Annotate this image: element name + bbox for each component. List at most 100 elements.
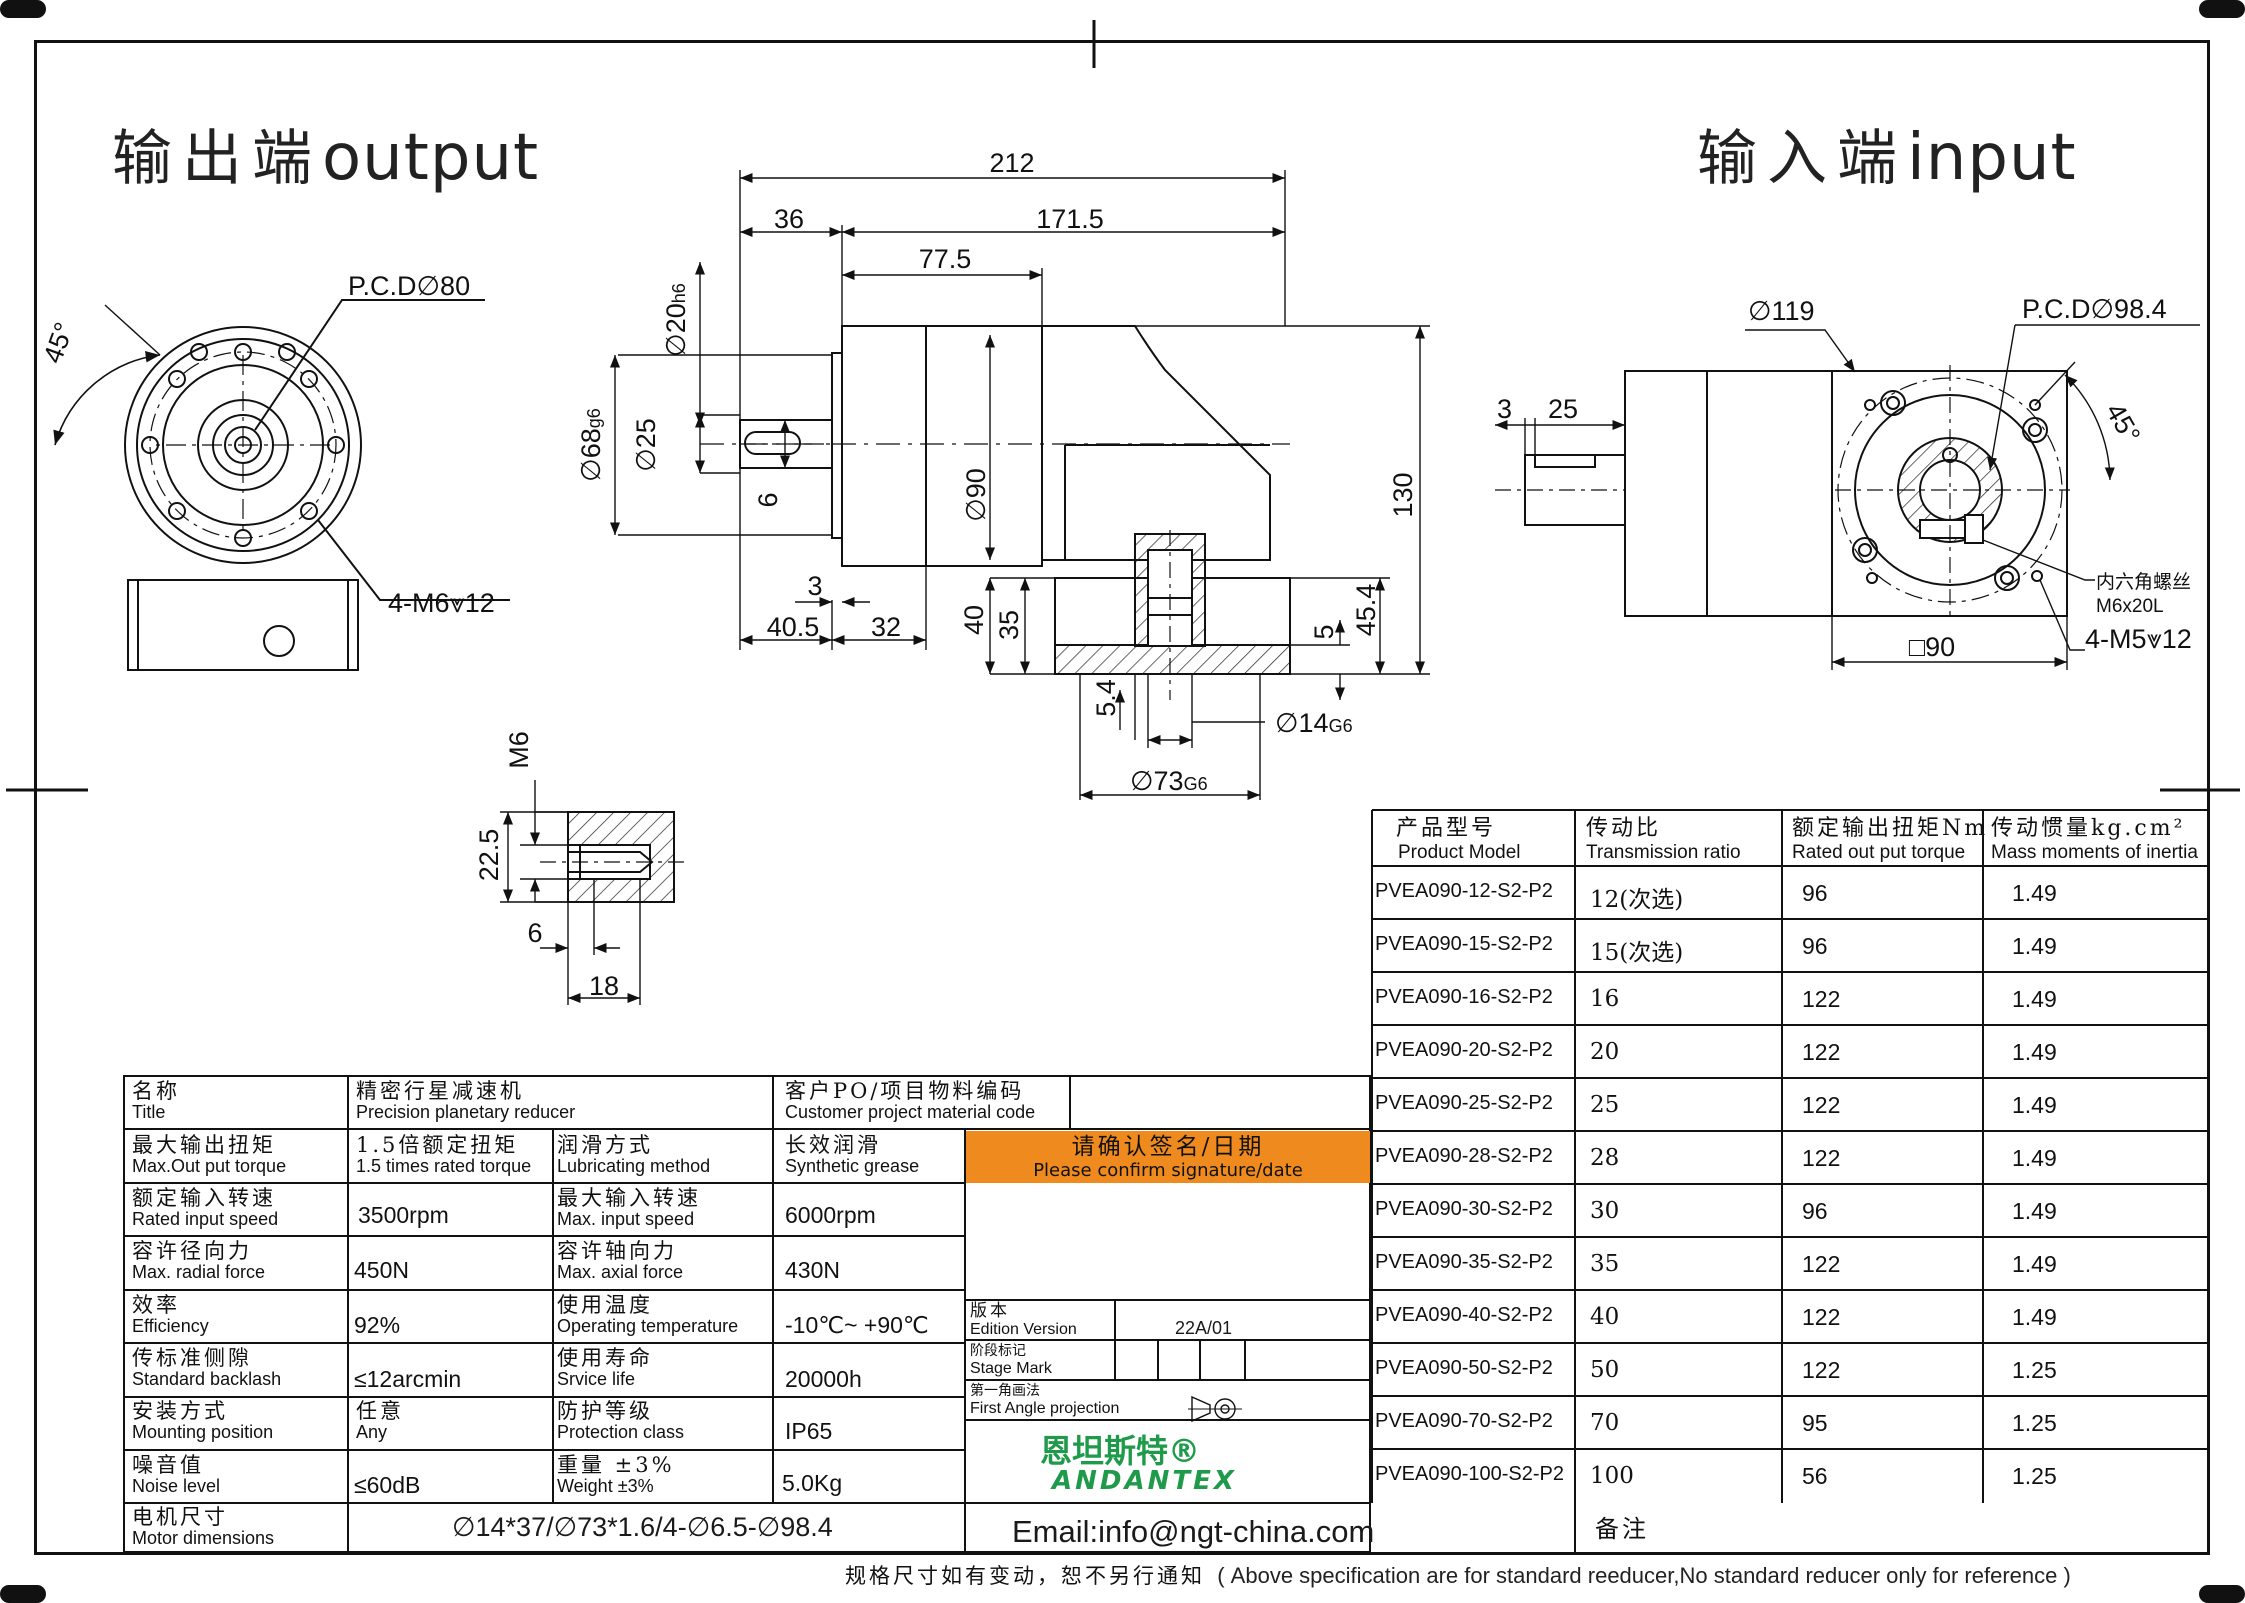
dim-119: ∅119 — [1748, 296, 1815, 326]
spec-weight-label: 重量 ±3%Weight ±3% — [557, 1454, 675, 1496]
spec-max-speed-value: 6000rpm — [785, 1202, 876, 1228]
spec-rated-speed-value: 3500rpm — [358, 1202, 449, 1228]
table-cell: 1.49 — [2012, 880, 2057, 906]
spec-max-torque-cn: 最大输出扭矩 — [132, 1133, 276, 1157]
spec-noise-cn: 噪音值 — [132, 1453, 204, 1477]
spec-backlash-value: ≤12arcmin — [354, 1366, 462, 1392]
table-cell: PVEA090-15-S2-P2 — [1375, 933, 1553, 955]
table-cell: 28 — [1590, 1145, 1620, 1171]
spec-proj-en: First Angle projection — [970, 1400, 1120, 1417]
spec-backlash-en: Standard backlash — [132, 1369, 282, 1389]
spec-mount-en: Mounting position — [132, 1422, 274, 1442]
spec-cust-cn: 客户PO/项目物料编码 — [785, 1079, 1025, 1103]
table-cell: 56 — [1802, 1463, 1828, 1489]
dim-36: 36 — [774, 204, 804, 234]
output-title: 输出端output — [112, 110, 539, 197]
spec-grid — [123, 1075, 1371, 1553]
dim-5: 5 — [1309, 624, 1339, 639]
spec-max-torque-val-cn: 1.5倍额定扭矩 — [356, 1133, 519, 1157]
table-cell: PVEA090-20-S2-P2 — [1375, 1039, 1553, 1061]
drawing-frame — [34, 40, 2210, 1555]
table-cell: 122 — [1802, 1304, 1841, 1330]
dim-212: 212 — [989, 148, 1034, 178]
table-cell: 1.49 — [2012, 933, 2057, 959]
table-cell: PVEA090-35-S2-P2 — [1375, 1251, 1553, 1273]
dim-90: ∅90 — [961, 468, 991, 522]
spec-rated-speed-en: Rated input speed — [132, 1209, 279, 1229]
spec-stage-en: Stage Mark — [970, 1360, 1052, 1377]
table-cell: 1.49 — [2012, 1198, 2057, 1224]
table-header-cn: 产品型号 — [1396, 816, 1497, 841]
confirm-en: Please confirm signature/date — [1033, 1160, 1303, 1181]
confirm-signature-box[interactable]: 请确认签名/日期 Please confirm signature/date — [966, 1131, 1370, 1183]
spec-backlash-cn: 传标准侧隙 — [132, 1346, 252, 1370]
spec-eff-value: 92% — [354, 1312, 401, 1338]
side-view-dims — [609, 170, 1430, 801]
table-cell: 122 — [1802, 1251, 1841, 1277]
dim-m6: M6 — [504, 731, 534, 769]
table-cell: PVEA090-25-S2-P2 — [1375, 1092, 1553, 1114]
table-header-cn: 传动惯量kg.cm² — [1991, 816, 2186, 841]
spec-noise-en: Noise level — [132, 1476, 221, 1496]
spec-weight-value: 5.0Kg — [782, 1470, 843, 1496]
table-cell: 20 — [1590, 1039, 1620, 1065]
spec-lub-val-en: Synthetic grease — [785, 1156, 920, 1176]
dim-hex-cn: 内六角螺丝 — [2096, 571, 2191, 593]
spec-axial-en: Max. axial force — [557, 1262, 684, 1282]
output-end-view — [124, 326, 362, 671]
spec-title-val-en: Precision planetary reducer — [356, 1102, 576, 1122]
dim-5-4: 5.4 — [1091, 679, 1121, 717]
spec-weight-en: Weight ±3% — [557, 1476, 654, 1496]
table-cell: 50 — [1590, 1357, 1620, 1383]
dim-171-5: 171.5 — [1036, 204, 1104, 234]
table-cell: 25 — [1590, 1092, 1620, 1118]
spec-life-en: Srvice life — [557, 1369, 636, 1389]
dim-sq90: □90 — [1909, 632, 1955, 662]
table-cell: 122 — [1802, 1039, 1841, 1065]
spec-lub-en: Lubricating method — [557, 1156, 711, 1176]
dim-hole-m5: 4-M5⩔12 — [2085, 624, 2192, 654]
spec-cust-en: Customer project material code — [785, 1102, 1036, 1122]
spec-title-cn: 名称 — [132, 1079, 180, 1103]
footer-note-cn: 规格尺寸如有变动，恕不另行通知 — [845, 1564, 1205, 1588]
table-cell: 96 — [1802, 933, 1828, 959]
spec-max-speed-en: Max. input speed — [557, 1209, 695, 1229]
dim-18: 18 — [589, 971, 619, 1001]
table-cell: 95 — [1802, 1410, 1828, 1436]
table-cell: PVEA090-100-S2-P2 — [1375, 1463, 1565, 1485]
spec-max-speed-cn: 最大输入转速 — [557, 1186, 701, 1210]
spec-temp-cn: 使用温度 — [557, 1293, 653, 1317]
input-end-view — [1495, 365, 2070, 620]
table-cell: 122 — [1802, 986, 1841, 1012]
dim-6: 6 — [753, 492, 783, 507]
output-title-en: output — [322, 121, 540, 195]
output-bolt-holes — [141, 343, 345, 547]
table-cell: 12(次选) — [1590, 887, 1684, 913]
dim-73g6: ∅73G6 — [1130, 766, 1208, 796]
confirm-cn: 请确认签名/日期 — [1071, 1134, 1265, 1160]
dim-40: 40 — [959, 605, 989, 635]
tapped-hole-detail — [540, 811, 690, 903]
spec-axial-value: 430N — [785, 1257, 840, 1283]
spec-eff-cn: 效率 — [132, 1293, 180, 1317]
dim-hex-en: M6x20L — [2096, 596, 2164, 617]
table-cell: 100 — [1590, 1463, 1634, 1489]
contact-email[interactable]: Email:info@ngt-china.com — [1012, 1514, 1375, 1549]
spec-edition-value: 22A/01 — [1175, 1318, 1233, 1338]
dim-45-4: 45.4 — [1351, 584, 1381, 637]
